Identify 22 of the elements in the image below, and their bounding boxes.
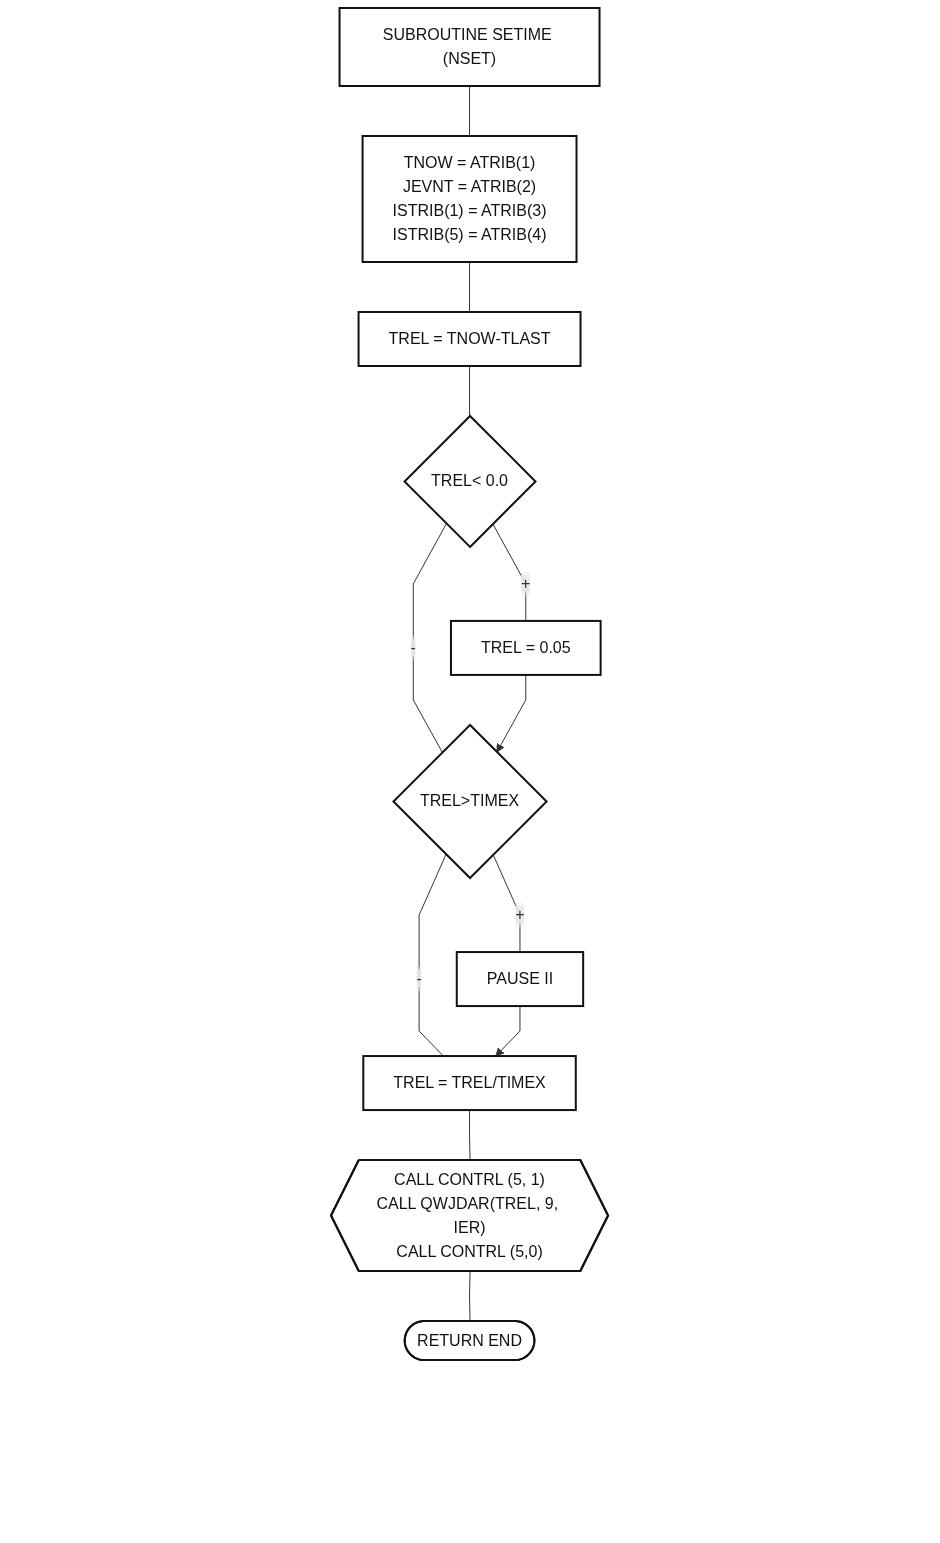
node-box: TREL = 0.05 xyxy=(450,619,603,676)
arrow xyxy=(495,1005,521,1057)
edge-label: + xyxy=(521,574,531,592)
connector xyxy=(419,854,447,1057)
node-box: TREL = TREL/TIMEX xyxy=(362,1055,578,1112)
edge-label: - xyxy=(416,970,423,988)
node-box: PAUSE II xyxy=(456,951,585,1008)
connector xyxy=(469,261,471,313)
node-diamond: TREL>TIMEX xyxy=(392,723,549,880)
connector xyxy=(493,854,521,953)
edge-label: + xyxy=(515,906,526,924)
connector xyxy=(469,1109,471,1162)
arrow xyxy=(496,674,527,753)
node-diamond: TREL< 0.0 xyxy=(403,414,538,549)
connector xyxy=(492,523,527,622)
connector xyxy=(469,1271,471,1323)
edge-label: - xyxy=(411,638,417,656)
node-box: TREL = TNOW-TLAST xyxy=(358,311,582,367)
connector xyxy=(469,365,471,417)
connector xyxy=(469,85,471,137)
node-box: TNOW = ATRIB(1) JEVNT = ATRIB(2) ISTRIB(1) = ATRIB(3) ISTRIB(5) = ATRIB(4) xyxy=(362,135,578,263)
node-box: SUBROUTINE SETIME (NSET) xyxy=(339,7,601,87)
